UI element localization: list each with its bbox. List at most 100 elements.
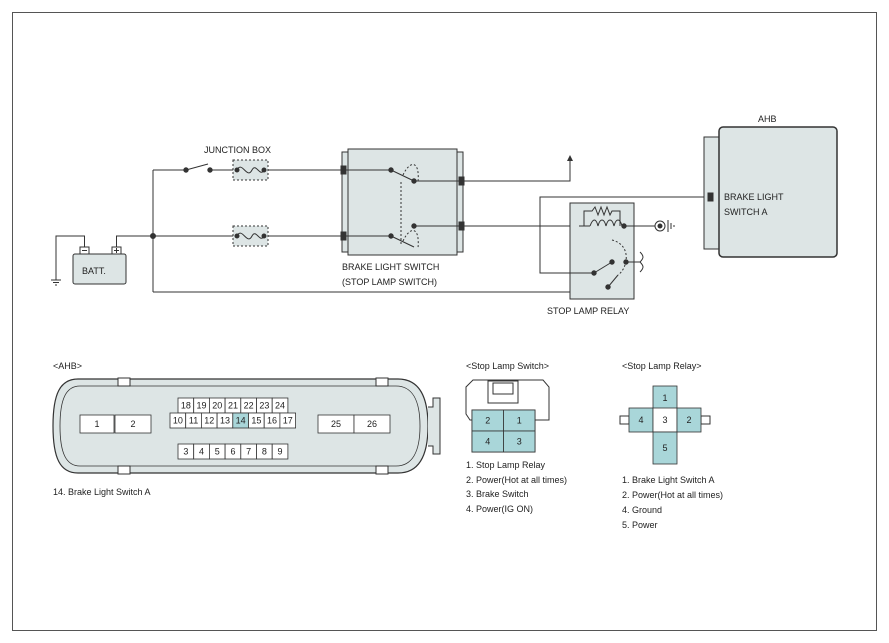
svg-text:13: 13 [220, 416, 230, 426]
ahb-note-14: 14. Brake Light Switch A [53, 487, 151, 497]
svg-text:10: 10 [173, 416, 183, 426]
ahb-label: AHB [758, 114, 777, 124]
switch-pin-2: 2 [471, 409, 504, 432]
svg-text:16: 16 [267, 416, 277, 426]
ahb-pin-26: 26 [353, 414, 391, 434]
svg-text:26: 26 [367, 419, 377, 429]
ahb-pin-label: BRAKE LIGHT [724, 192, 784, 202]
relay-pin-1: 1 [652, 385, 678, 411]
switch-note-1: 1. Stop Lamp Relay [466, 460, 546, 470]
svg-text:11: 11 [189, 416, 198, 426]
ahb-pin-19: 19 [193, 397, 210, 414]
ahb-pin-7: 7 [240, 443, 257, 460]
stop-lamp-relay-body [569, 202, 635, 300]
svg-text:14: 14 [236, 416, 246, 426]
svg-text:23: 23 [259, 401, 269, 411]
battery [55, 235, 127, 285]
relay-note-1: 1. Brake Light Switch A [622, 475, 715, 485]
ahb-pin-9: 9 [271, 443, 289, 460]
relay-note-2: 2. Power(Hot at all times) [622, 490, 723, 500]
svg-text:15: 15 [251, 416, 261, 426]
svg-text:24: 24 [275, 401, 285, 411]
ahb-pin-4: 4 [193, 443, 210, 460]
ahb-module-body [718, 126, 838, 258]
ahb-pin-1: 1 [79, 414, 115, 434]
ahb-pin-20: 20 [208, 397, 226, 414]
battery-label: BATT. [82, 266, 106, 276]
ahb-pin-25: 25 [317, 414, 355, 434]
svg-text:22: 22 [244, 401, 254, 411]
switch-notes: 1. Stop Lamp Relay 2. Power(Hot at all t… [466, 460, 567, 514]
ahb-pin-24: 24 [271, 397, 289, 414]
relay-note-4: 5. Power [622, 520, 658, 530]
svg-text:9: 9 [278, 447, 283, 457]
ahb-pin-22: 22 [240, 397, 257, 414]
ahb-pin-23: 23 [256, 397, 273, 414]
svg-text:25: 25 [331, 419, 341, 429]
relay-notes: 1. Brake Light Switch A 2. Power(Hot at … [622, 475, 723, 530]
svg-text:7: 7 [246, 447, 251, 457]
ahb-pin-14: 14 [232, 412, 249, 429]
svg-text:19: 19 [197, 401, 207, 411]
svg-text:1: 1 [517, 416, 522, 426]
ahb-pin-8: 8 [256, 443, 273, 460]
svg-text:21: 21 [228, 401, 238, 411]
relay-pin-5: 5 [652, 431, 678, 465]
relay-pin-3: 3 [652, 407, 678, 433]
relay-connector-title: <Stop Lamp Relay> [622, 361, 702, 371]
ahb-pin-11: 11 [185, 412, 202, 429]
svg-text:1: 1 [662, 393, 667, 403]
svg-text:1: 1 [94, 419, 99, 429]
svg-text:4: 4 [485, 437, 490, 447]
batt-positive-wire [116, 235, 153, 247]
ahb-pin-21: 21 [224, 397, 242, 414]
svg-text:2: 2 [686, 415, 691, 425]
ahb-pin-2: 2 [114, 414, 152, 434]
switch-pin-3: 3 [503, 430, 536, 453]
switch-note-2: 2. Power(Hot at all times) [466, 475, 567, 485]
svg-text:20: 20 [212, 401, 222, 411]
ahb-pin-5: 5 [208, 443, 226, 460]
ahb-pin-15: 15 [248, 412, 265, 429]
svg-text:3: 3 [517, 437, 522, 447]
ahb-pin-13: 13 [216, 412, 234, 429]
relay-pin-2: 2 [676, 407, 702, 433]
svg-text:2: 2 [130, 419, 135, 429]
svg-text:18: 18 [181, 401, 191, 411]
svg-text:3: 3 [662, 415, 667, 425]
junction-box-label: JUNCTION BOX [204, 145, 271, 155]
ahb-pin-16: 16 [263, 412, 281, 429]
schematic [51, 126, 838, 300]
switch-note-4: 4. Power(IG ON) [466, 504, 533, 514]
ahb-pin-10: 10 [169, 412, 187, 429]
relay-note-3: 4. Ground [622, 505, 662, 515]
ahb-pin-12: 12 [200, 412, 218, 429]
svg-text:4: 4 [199, 447, 204, 457]
svg-text:5: 5 [215, 447, 220, 457]
svg-text:5: 5 [662, 443, 667, 453]
ahb-pin-17: 17 [279, 412, 296, 429]
brake-light-switch-label: BRAKE LIGHT SWITCH [342, 262, 439, 272]
ahb-pin-6: 6 [224, 443, 242, 460]
ahb-pin-label-2: SWITCH A [724, 207, 768, 217]
switch-pin-1: 1 [503, 409, 536, 432]
switch-note-3: 3. Brake Switch [466, 489, 529, 499]
ahb-connector-title: <AHB> [53, 361, 82, 371]
switch-connector-title: <Stop Lamp Switch> [466, 361, 549, 371]
brake-light-switch-label-2: (STOP LAMP SWITCH) [342, 277, 437, 287]
svg-text:6: 6 [230, 447, 235, 457]
svg-text:8: 8 [262, 447, 267, 457]
stop-lamp-relay-label: STOP LAMP RELAY [547, 306, 629, 316]
ahb-pin-18: 18 [177, 397, 195, 414]
diagram-frame [12, 12, 877, 631]
svg-text:2: 2 [485, 416, 490, 426]
svg-text:4: 4 [638, 415, 643, 425]
svg-text:12: 12 [204, 416, 214, 426]
ground-symbol [51, 279, 61, 286]
svg-text:17: 17 [283, 416, 293, 426]
ahb-pin-3: 3 [177, 443, 195, 460]
svg-text:3: 3 [183, 447, 188, 457]
switch-pin-4: 4 [471, 430, 504, 453]
